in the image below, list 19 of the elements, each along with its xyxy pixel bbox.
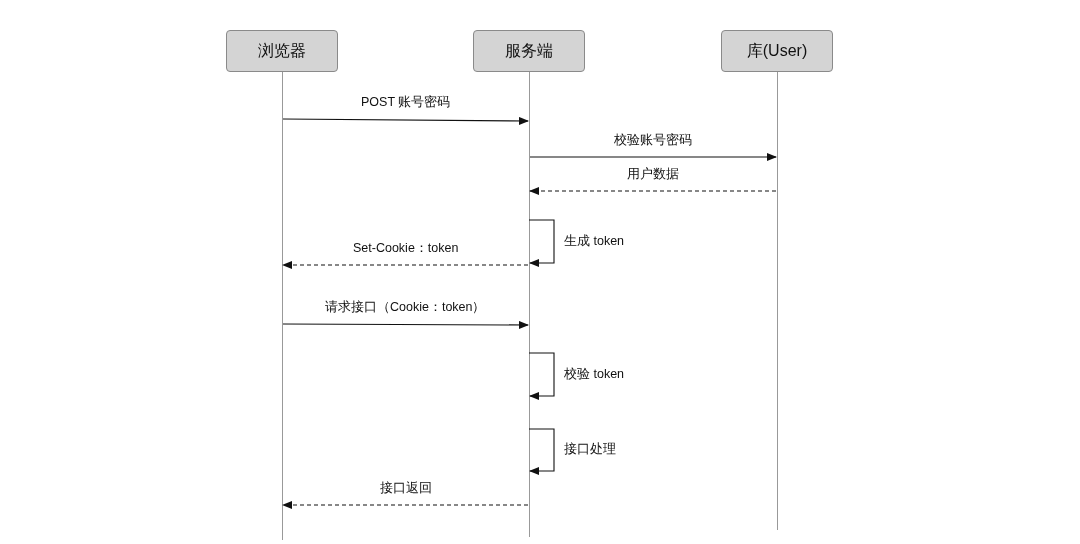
message-arrow bbox=[282, 320, 529, 329]
participant-box: 库(User) bbox=[721, 30, 833, 72]
message-arrow bbox=[282, 116, 529, 125]
message-label: 生成 token bbox=[562, 233, 627, 249]
message-label: 接口处理 bbox=[562, 442, 618, 457]
return-arrow bbox=[529, 187, 777, 195]
participant-box: 服务端 bbox=[473, 30, 585, 72]
self-message-arrow bbox=[528, 352, 555, 400]
message-arrow bbox=[529, 153, 777, 161]
message-label: 用户数据 bbox=[625, 167, 681, 182]
participant-box: 浏览器 bbox=[226, 30, 338, 72]
self-message-arrow bbox=[528, 219, 555, 267]
self-message-arrow bbox=[528, 428, 555, 475]
message-label: 校验账号密码 bbox=[612, 133, 694, 148]
message-label: POST 账号密码 bbox=[359, 95, 453, 110]
return-arrow bbox=[282, 261, 529, 269]
return-arrow bbox=[282, 501, 529, 509]
message-label: 校验 token bbox=[562, 366, 627, 382]
message-label: 接口返回 bbox=[377, 481, 434, 496]
